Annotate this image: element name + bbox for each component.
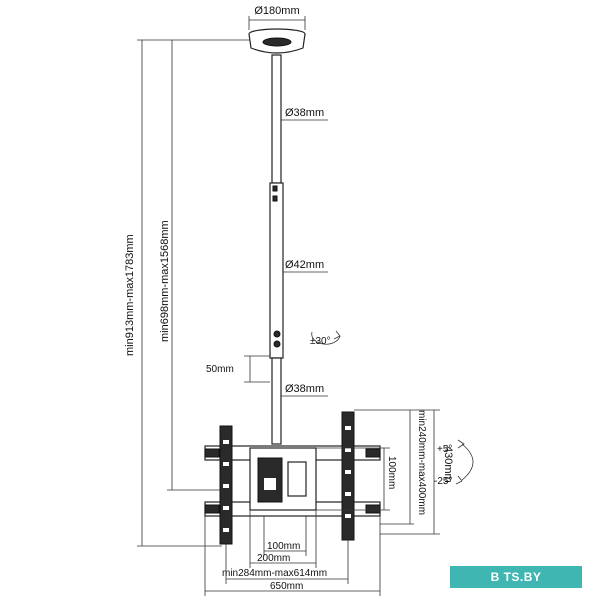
- pole-height-dimension: [167, 40, 222, 491]
- tilt-up-label: +5°: [437, 444, 452, 455]
- pole-height-label: min698mm-max1568mm: [159, 220, 171, 342]
- tv-bracket: [204, 411, 381, 545]
- bracket-height-dimension: [316, 409, 440, 535]
- adjustment-step-dimension: [244, 355, 270, 383]
- rotation-label: ±30°: [310, 336, 331, 347]
- plate-height-label: 100mm: [386, 456, 397, 489]
- lower-pole-diameter-label: Ø38mm: [285, 383, 324, 395]
- horizontal-spacing-dimension: [225, 540, 349, 584]
- vertical-spacing-label: min240mm-max400mm: [416, 410, 427, 515]
- lower-pole: [271, 357, 282, 445]
- rotation-icon: [311, 330, 341, 345]
- site-watermark: B TS.BY: [450, 566, 582, 588]
- middle-pole: [269, 182, 284, 359]
- plate-width-small-dimension: [263, 516, 307, 556]
- bracket-width-dimension: [204, 516, 381, 596]
- base-diameter-dimension: [248, 16, 306, 30]
- total-height-label: min913mm-max1783mm: [124, 234, 136, 356]
- adjustment-step-label: 50mm: [206, 364, 234, 375]
- middle-pole-diameter-label: Ø42mm: [285, 259, 324, 271]
- base-diameter-label: Ø180mm: [254, 5, 299, 17]
- ceiling-base: [248, 28, 306, 54]
- total-height-dimension: [137, 39, 250, 547]
- horizontal-spacing-label: min284mm-max614mm: [222, 568, 327, 579]
- plate-width-small-label: 100mm: [267, 541, 300, 552]
- plate-width-large-dimension: [249, 510, 317, 568]
- upper-pole-diameter-label: Ø38mm: [285, 107, 324, 119]
- plate-width-large-label: 200mm: [257, 553, 290, 564]
- tilt-arrow-icon: [455, 439, 474, 485]
- upper-pole: [271, 54, 282, 184]
- bracket-height-label: 430mm: [442, 446, 454, 483]
- bracket-width-label: 650mm: [270, 581, 303, 592]
- tilt-down-label: -25°: [434, 476, 452, 487]
